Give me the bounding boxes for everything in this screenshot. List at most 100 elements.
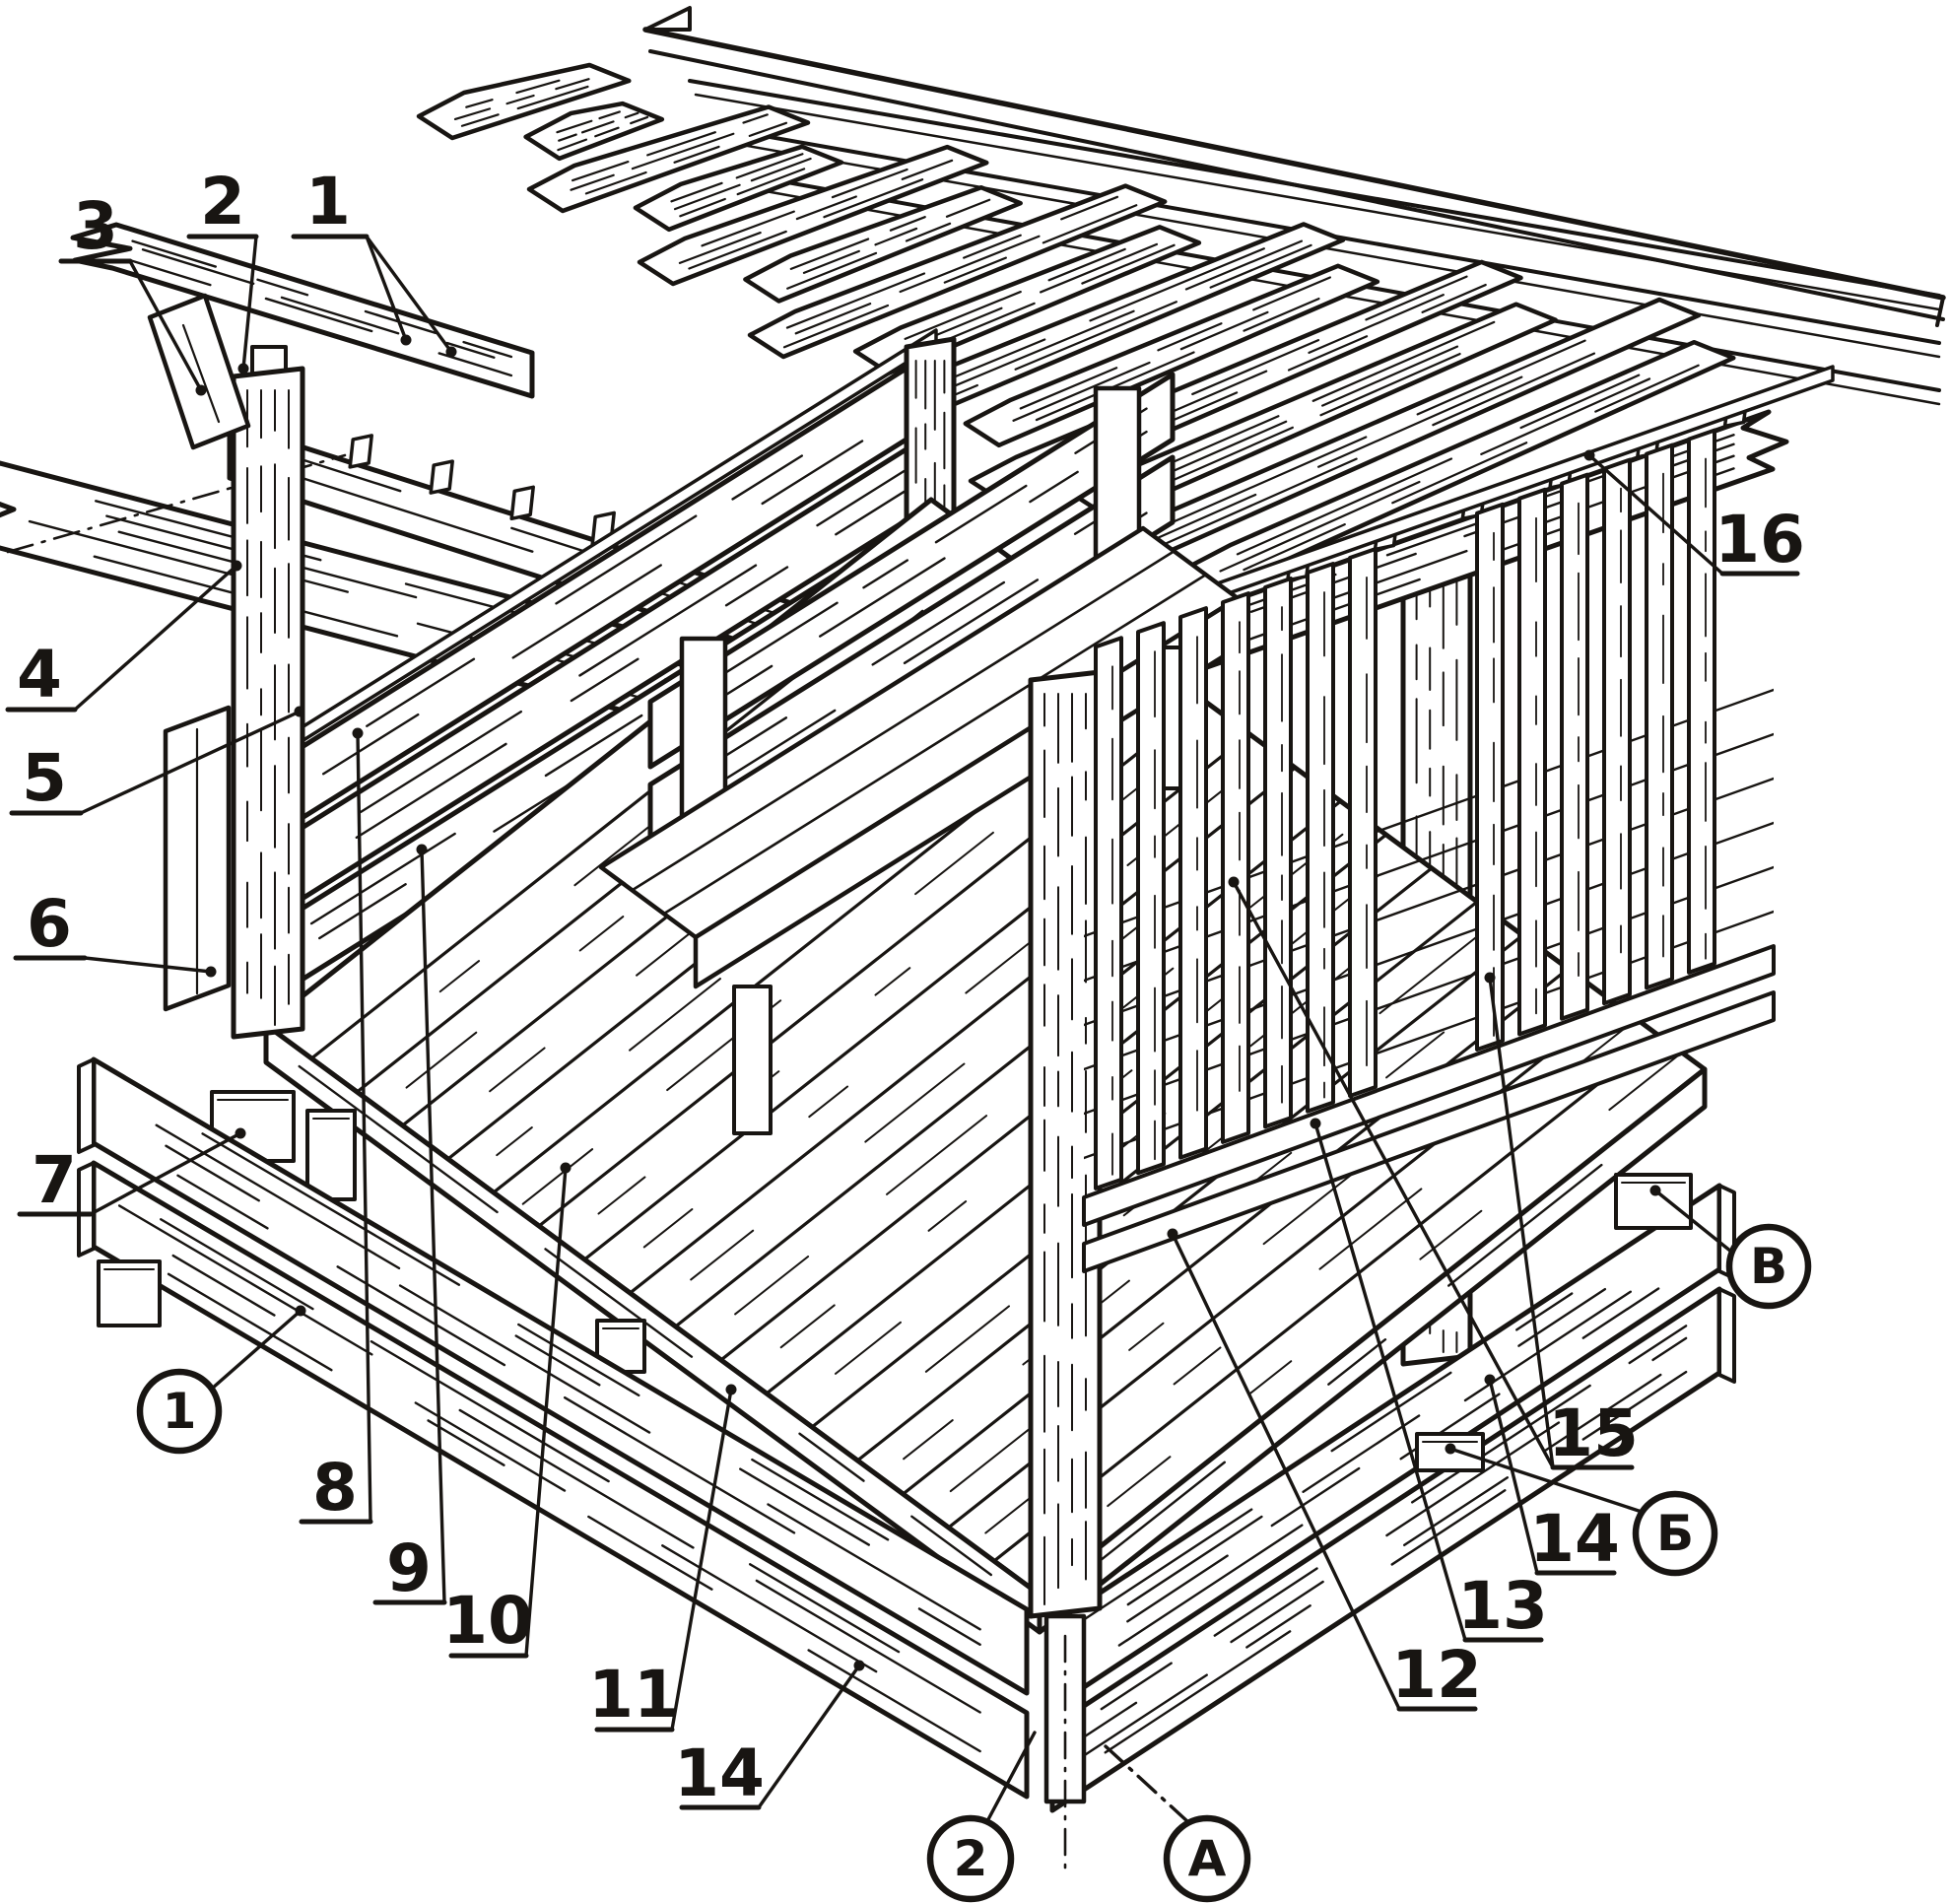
leader-line (73, 564, 238, 712)
upper-left-purlin-grain (131, 239, 217, 268)
floor-rim-left-grain (798, 1432, 865, 1482)
base-beam-upper-right-grain (1270, 1466, 1361, 1528)
circled-callout-cV: В (1649, 1185, 1812, 1310)
roof-board-grain (1319, 352, 1461, 417)
leader-dot (1583, 449, 1595, 461)
roof-board-grain (570, 173, 615, 191)
callout-3: 3 (58, 188, 207, 396)
base-beam-lower-left-grain (427, 1419, 505, 1466)
roof-board-grain (1594, 364, 1700, 413)
wall-bottom-rail (1082, 990, 1776, 1273)
base-beam-lower-left-grain (167, 1272, 333, 1372)
wall-plank-grain (731, 454, 804, 501)
floor-grain (864, 1062, 966, 1143)
roof-board-grain (782, 304, 890, 349)
base-beam-lower-left-grain (117, 1204, 373, 1356)
roof-board-grain (874, 227, 918, 246)
callout-text: 10 (442, 1583, 533, 1659)
brace-grain (181, 323, 221, 424)
floor-grain (1107, 1456, 1172, 1508)
leader-line (1448, 1447, 1644, 1514)
roof-board-grain (670, 181, 723, 203)
floor-plank-seam (901, 967, 1571, 1496)
leader-line (1488, 1378, 1539, 1575)
floor-grain (496, 1126, 533, 1157)
floor-grain (642, 1208, 694, 1249)
callout-text: 7 (32, 1142, 77, 1218)
front-top-plate-grain (303, 459, 402, 493)
base-beam-upper-right-grain (1330, 1371, 1452, 1453)
roof-board-grain (556, 119, 593, 134)
base-beam-upper-right-grain (1581, 1287, 1660, 1339)
picket-slat (1136, 621, 1166, 1176)
base-beam-lower-left-grain (587, 1515, 713, 1591)
callout-text: В (1750, 1238, 1787, 1295)
leader-dot (1649, 1185, 1661, 1196)
upper-left-purlin-grain (264, 297, 373, 333)
front-post (1028, 669, 1103, 1619)
base-beam-upper-left-grain (751, 1458, 890, 1541)
callout-14a: 14 (674, 1660, 865, 1811)
bench-leg (732, 985, 773, 1135)
leader-dot (445, 346, 457, 358)
roof-board-grain (1236, 457, 1453, 556)
callout-circle (926, 1814, 1015, 1903)
roof-board-grain (944, 309, 1135, 391)
roof-board-grain (673, 183, 741, 211)
base-beam-upper-left-grain (563, 1395, 796, 1534)
upper-left-purlin-grain (445, 341, 496, 359)
floor-rim-left-grain (910, 1515, 993, 1577)
bench-backrest-board-grain (819, 557, 946, 638)
picket-slat (1306, 562, 1335, 1114)
picket-slat (1560, 472, 1589, 1021)
left-corner-post (231, 345, 305, 1040)
leader-dot (231, 560, 242, 572)
base-beam-lower-right-grain (1213, 1567, 1318, 1637)
roof-board-grain (786, 251, 878, 290)
callout-circle (1725, 1223, 1812, 1310)
bench-backrest-board-grain (871, 580, 1006, 666)
base-beam-lower-right-grain (1390, 1489, 1507, 1566)
floor-grain (779, 1304, 836, 1349)
roof-board-grain (624, 111, 639, 119)
base-beam-upper-left-grain (767, 1503, 981, 1631)
roof-board-grain (899, 235, 1041, 294)
floor-rim-left-grain (544, 1248, 694, 1358)
callout-text: 8 (312, 1450, 358, 1526)
roof-board-grain (1039, 242, 1159, 294)
callout-8: 8 (299, 727, 373, 1526)
wall-plank-grain (835, 490, 906, 536)
roof-board-grain (460, 113, 500, 127)
leader-line (1232, 880, 1555, 1469)
floor-grain (1128, 1322, 1165, 1351)
leader-line (365, 235, 408, 342)
floor-grain (578, 916, 625, 952)
upper-left-purlin-grain (127, 258, 212, 287)
wall-plank-grain (761, 440, 864, 506)
circled-callout-c1: 1 (136, 1305, 306, 1455)
roof-board (637, 144, 989, 287)
callout-text: 2 (954, 1830, 988, 1887)
floor-grain (835, 1321, 902, 1375)
roof-board-grain (1047, 247, 1126, 282)
base-beam-upper-right-grain (1126, 1554, 1229, 1623)
roof-board-grain (823, 178, 924, 219)
roof-board-grain (1184, 239, 1304, 291)
floor-grain (629, 978, 721, 1052)
roof-board-grain (1019, 367, 1118, 410)
leader-line (1313, 1122, 1467, 1642)
floor-grain (1419, 1209, 1483, 1260)
floor-grain (903, 1419, 954, 1461)
roof-board-grain (1060, 195, 1119, 221)
roof-board-grain (943, 256, 1007, 284)
roof-board-grain (1219, 480, 1421, 573)
roof-board-grain (963, 234, 1022, 259)
roof-board-grain (1317, 375, 1523, 468)
leader-dot (294, 706, 305, 717)
leader-line (985, 1731, 1037, 1823)
plate-spacer-tab (509, 485, 535, 521)
wall-plank-grain (555, 514, 698, 605)
base-beam-lower-right-grain (1104, 1630, 1292, 1754)
leader-dot (352, 727, 364, 739)
